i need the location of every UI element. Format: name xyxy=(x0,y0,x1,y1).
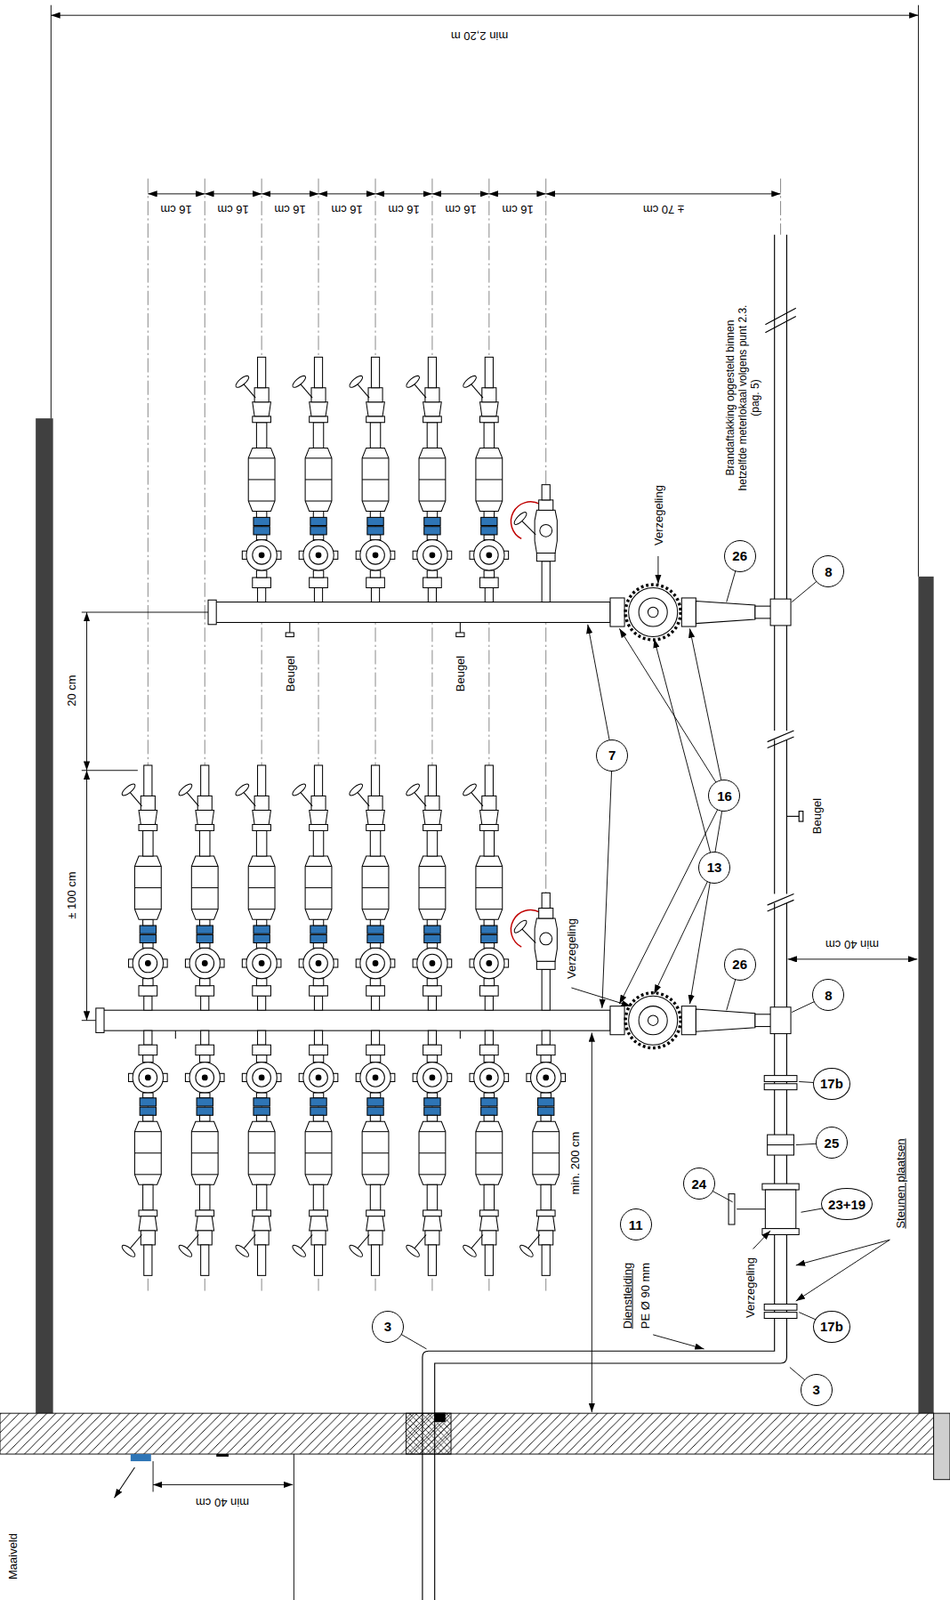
centre-lines xyxy=(147,178,781,1291)
drawing-label: Beugel xyxy=(282,653,297,693)
callout-number: 17b xyxy=(820,1319,844,1333)
upper-manifold xyxy=(208,356,791,640)
drawing-label: 16 cm xyxy=(442,202,478,217)
drawing-label: 16 cm xyxy=(386,202,421,217)
drawing-label: 16 cm xyxy=(272,202,307,217)
walls xyxy=(0,418,950,1600)
callout-number: 23+19 xyxy=(828,1197,866,1211)
callout-number: 17b xyxy=(820,1076,844,1090)
callout-number: 13 xyxy=(707,860,723,874)
callout-number: 16 xyxy=(716,788,733,803)
callout-circle: 17b xyxy=(813,1067,851,1100)
callout-number: 7 xyxy=(608,748,616,762)
drawing-label: Steunen plaatsen xyxy=(893,1136,907,1231)
callout-circle: 17b xyxy=(813,1310,851,1343)
callout-circle: 26 xyxy=(724,948,757,981)
callout-circle: 24 xyxy=(683,1167,716,1200)
drawing-label: ± 100 cm xyxy=(64,869,79,920)
drawing-label: 16 cm xyxy=(329,202,364,217)
callout-circle: 16 xyxy=(708,779,741,812)
callout-number: 3 xyxy=(384,1319,392,1333)
callout-number: 25 xyxy=(824,1135,840,1150)
drawing-label: Verzegeling xyxy=(743,1255,757,1320)
callout-number: 26 xyxy=(732,548,748,563)
callout-number: 11 xyxy=(628,1217,644,1232)
callout-number: 24 xyxy=(691,1176,707,1191)
callout-number: 26 xyxy=(732,957,748,971)
drawing-label: min 40 cm xyxy=(823,936,881,950)
callout-circle: 26 xyxy=(724,539,757,572)
callout-circle: 8 xyxy=(812,555,845,588)
collector-fittings xyxy=(728,1075,799,1319)
callout-circle: 7 xyxy=(595,739,628,772)
lower-manifold xyxy=(96,764,791,1275)
callout-circle: 11 xyxy=(619,1207,653,1240)
drawing-label: Brandaftakking opgesteld binnen hetzelfd… xyxy=(724,300,762,496)
drawing-label: Verzegeling xyxy=(564,916,579,981)
callout-circle: 13 xyxy=(698,851,731,884)
callout-circle: 25 xyxy=(815,1126,848,1159)
drawing-label: Verzegeling xyxy=(651,483,665,548)
drawing-label: Beugel xyxy=(453,653,467,693)
drawing-label: min 2,20 m xyxy=(449,29,510,43)
drawing-label: Beugel xyxy=(809,796,823,836)
drawing-label: Maaiveld xyxy=(5,1530,19,1581)
drawing-label: 20 cm xyxy=(64,673,79,709)
callout-circle: 8 xyxy=(812,978,845,1011)
leader-lines xyxy=(387,555,890,1390)
drawing-label: Dienstleiding xyxy=(620,1260,635,1330)
callout-circle: 3 xyxy=(800,1373,833,1406)
callout-circle: 3 xyxy=(371,1310,404,1343)
drawing-label: ± 70 cm xyxy=(641,202,686,217)
callout-circle: 23+19 xyxy=(821,1187,873,1220)
callout-number: 8 xyxy=(824,988,832,1002)
drawing-label: 16 cm xyxy=(216,202,251,217)
supply-pipe xyxy=(422,234,804,1600)
callout-number: 3 xyxy=(813,1382,821,1396)
dimension-lines xyxy=(50,5,918,1492)
callout-number: 8 xyxy=(824,564,832,579)
drawing-label: 16 cm xyxy=(499,202,535,217)
drawing-label: min 40 cm xyxy=(193,1494,251,1508)
drawing-label: min. 200 cm xyxy=(567,1129,581,1197)
drawing-label: 16 cm xyxy=(159,202,194,217)
drawing-label: PE Ø 90 mm xyxy=(638,1260,653,1330)
